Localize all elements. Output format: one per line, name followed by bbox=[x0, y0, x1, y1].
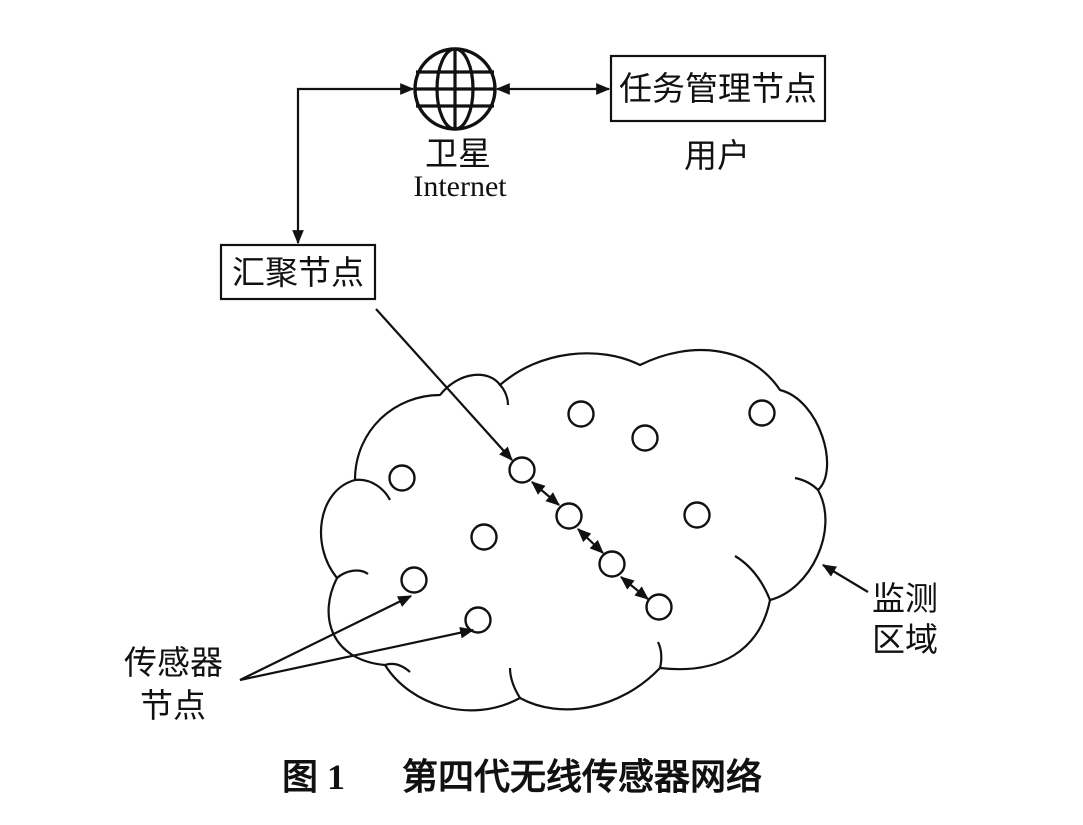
cloud-fold-3 bbox=[384, 662, 411, 673]
globe-icon bbox=[413, 47, 497, 131]
globe-sink-link bbox=[292, 83, 415, 245]
sensor-node bbox=[683, 501, 711, 529]
task-management-node-box bbox=[609, 54, 827, 123]
cloud-fold-2 bbox=[336, 569, 369, 579]
task-management-node-label: 任务管理节点 bbox=[619, 71, 817, 108]
sensor-node bbox=[598, 550, 626, 578]
sensor-node bbox=[470, 523, 498, 551]
sensor-node bbox=[645, 593, 673, 621]
sensor-node bbox=[555, 502, 583, 530]
sink-node-label: 汇聚节点 bbox=[232, 256, 364, 292]
hop-arrow-1 bbox=[531, 481, 560, 506]
sink-pointer-arrow bbox=[375, 308, 513, 461]
sensor-pointer-arrow-1 bbox=[239, 595, 413, 681]
cloud-fold-8 bbox=[499, 384, 510, 406]
user-label: 用户 bbox=[684, 138, 750, 175]
hop-arrow-2 bbox=[577, 528, 604, 554]
monitoring-area-cloud bbox=[319, 349, 829, 712]
cloud-fold-4 bbox=[508, 667, 521, 699]
sensor-node bbox=[400, 566, 428, 594]
cloud-fold-1 bbox=[354, 478, 391, 501]
cloud-fold-6 bbox=[734, 555, 772, 601]
monitoring-area-label-line1: 监测 bbox=[872, 581, 938, 618]
sensor-node bbox=[464, 606, 492, 634]
sensor-node-label-line1: 传感器 bbox=[124, 645, 223, 682]
sensor-node bbox=[631, 424, 659, 452]
sensor-node bbox=[567, 400, 595, 428]
sensor-pointer-arrow-2 bbox=[239, 626, 475, 682]
figure-title: 第四代无线传感器网络 bbox=[402, 756, 762, 797]
cloud-fold-5 bbox=[656, 641, 663, 669]
cloud-fold-7 bbox=[794, 476, 819, 491]
hop-arrow-3 bbox=[620, 576, 649, 600]
monitoring-area-label-line2: 区域 bbox=[872, 622, 938, 659]
sensor-node bbox=[388, 464, 416, 492]
satellite-label: 卫星 bbox=[425, 137, 491, 173]
sensor-node bbox=[748, 399, 776, 427]
internet-label: Internet bbox=[413, 170, 507, 203]
sensor-node bbox=[508, 456, 536, 484]
figure-number: 图 1 bbox=[282, 757, 345, 797]
sensor-node-label-line2: 节点 bbox=[140, 689, 206, 725]
sink-node-box bbox=[219, 243, 377, 301]
monitoring-area-pointer-arrow bbox=[821, 564, 869, 593]
